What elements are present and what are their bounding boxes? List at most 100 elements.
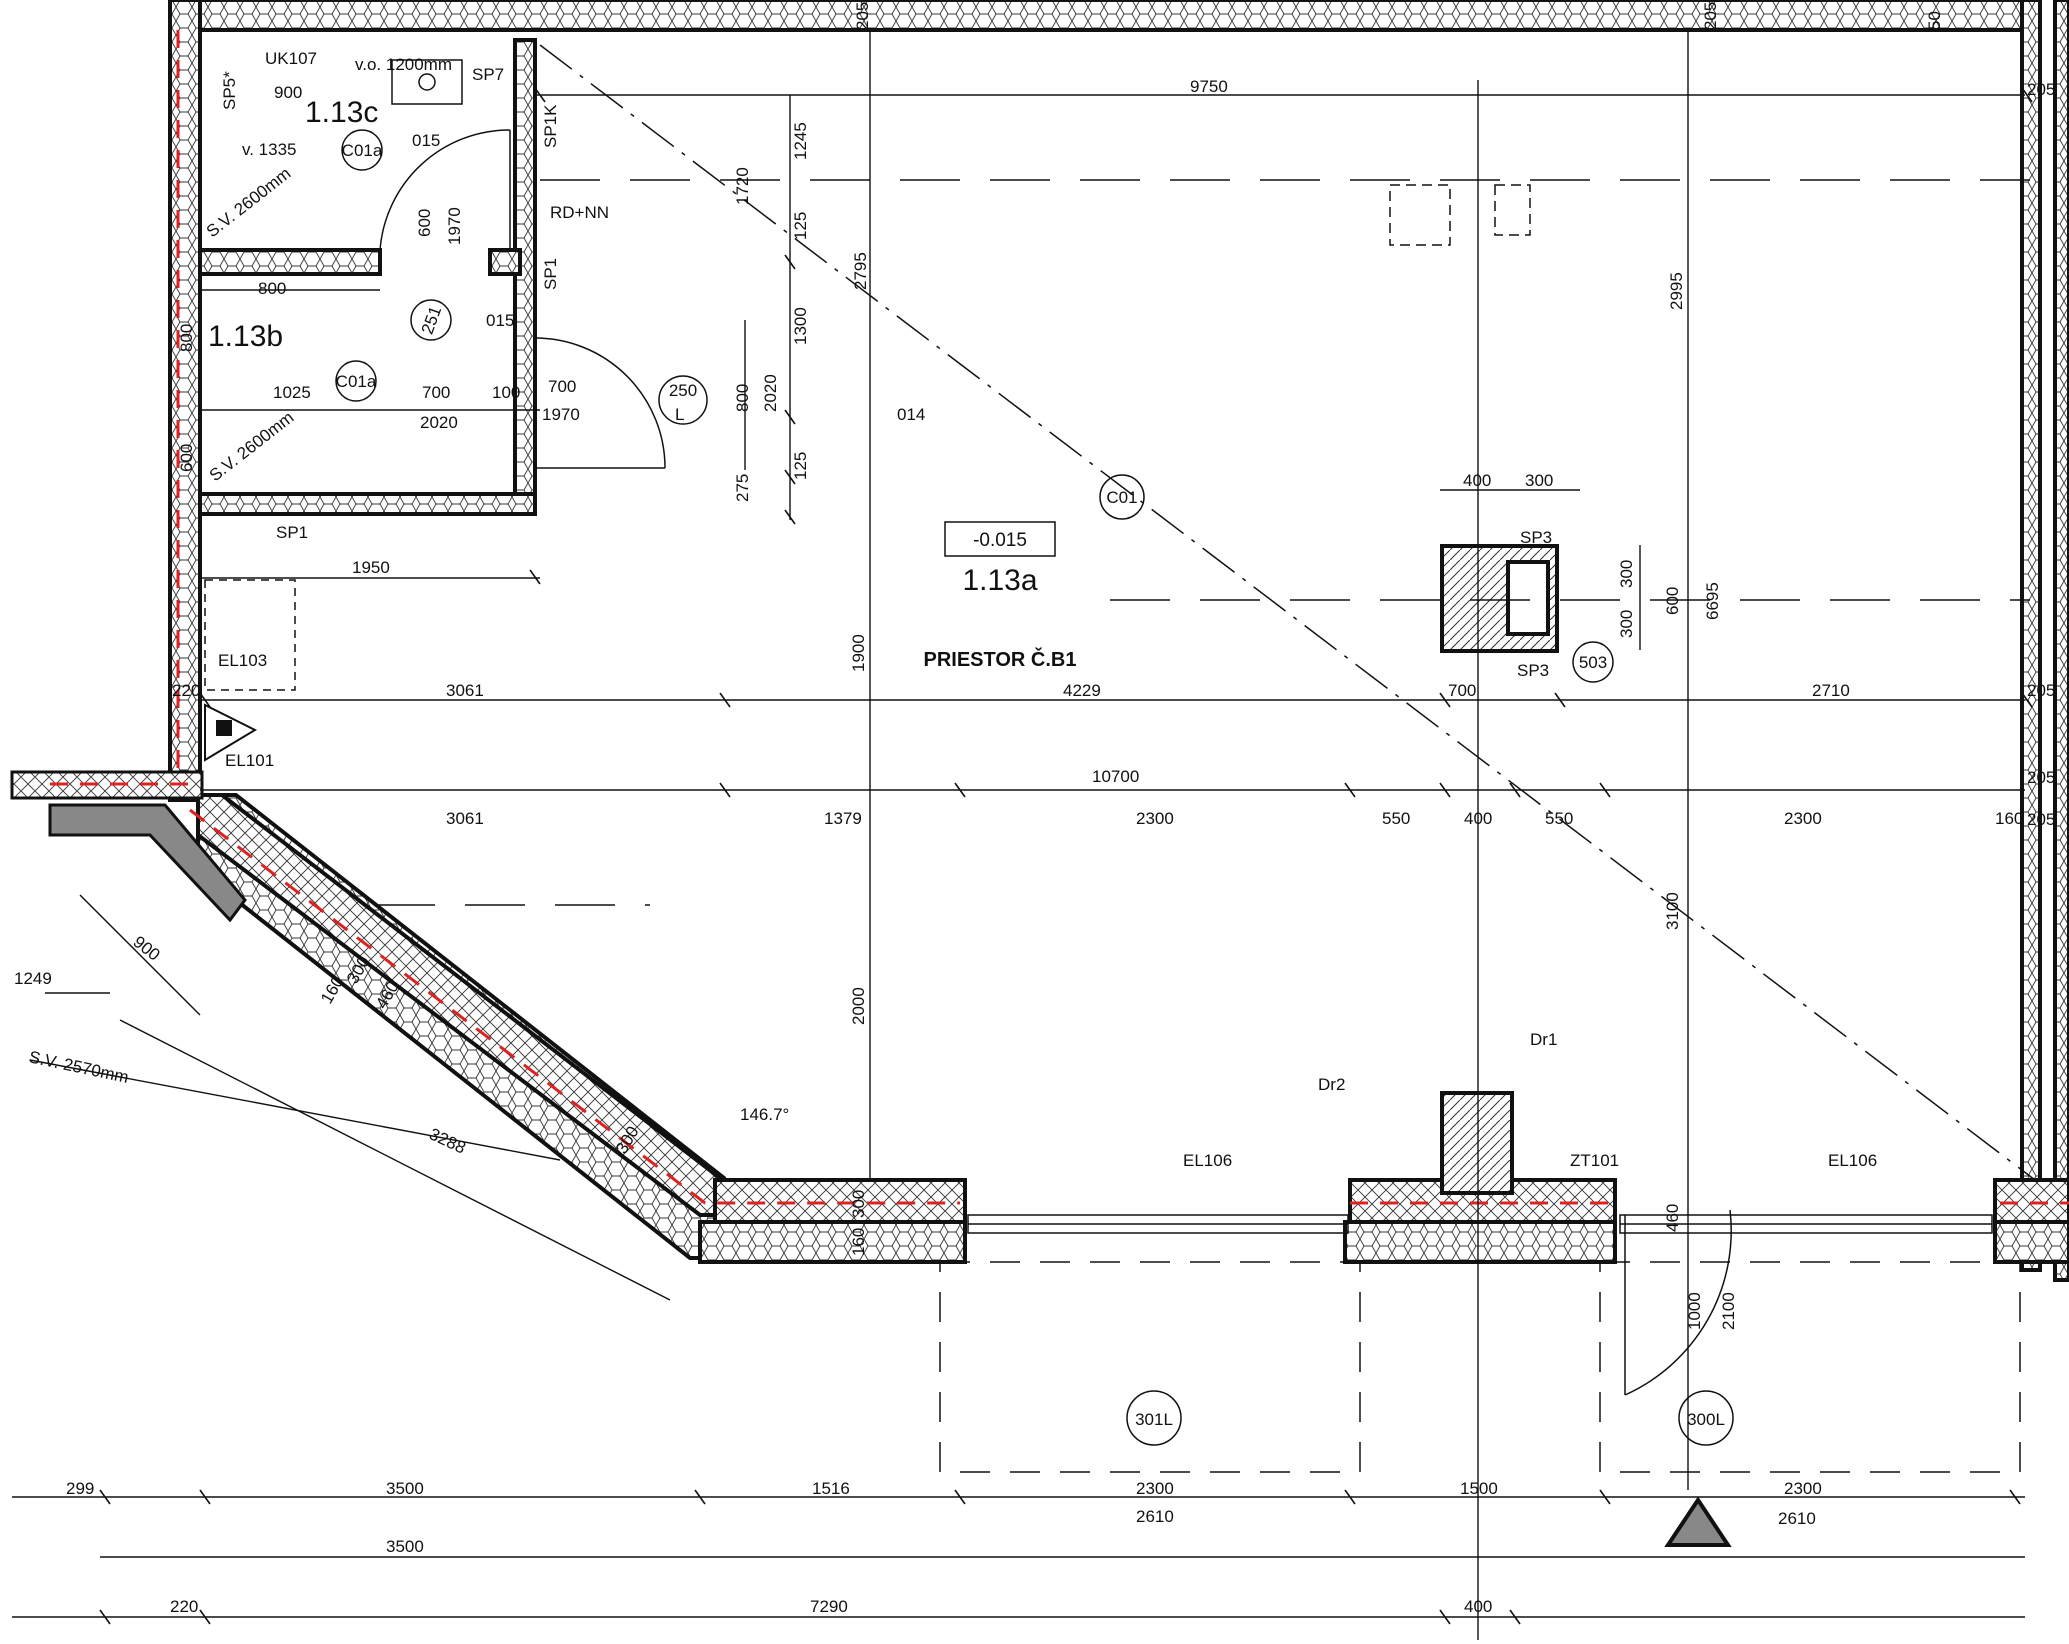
note-014: 014 [897,405,925,424]
dim-160-r: 160 [1995,809,2023,828]
level-label: -0.015 [973,530,1027,551]
dim-2020: 2020 [420,413,458,432]
dim-550-b: 550 [1545,809,1573,828]
sv-storage-label: S.V. 2600mm [206,408,298,485]
dimension-lines [12,94,2025,1618]
dim-6695: 6695 [1703,582,1722,620]
note-015-a: 015 [412,131,440,150]
doors [379,129,1732,1396]
dim-900-diag: 900 [130,932,164,964]
sp1-label-a: SP1 [541,258,560,290]
dim-1245: 1245 [791,122,810,160]
dim-205-a: 205 [853,2,872,30]
dim-9750: 9750 [1190,77,1228,96]
dim-2020-v: 2020 [761,374,780,412]
dim-220-a: 220 [172,681,200,700]
tag-251: 251 [418,304,446,337]
dim-400-b: 400 [1464,809,1492,828]
el106-right-label: EL106 [1828,1151,1877,1170]
dim-1300: 1300 [791,307,810,345]
zt101-label: ZT101 [1570,1151,1619,1170]
insulation-lines [50,30,2069,1205]
sv-ext-label: S.V. 2570mm [27,1047,130,1087]
dim-1000: 1000 [1685,1292,1704,1330]
dim-3100: 3100 [1663,892,1682,930]
dim-205-b: 205 [1701,2,1720,30]
dim-3500-b: 3500 [386,1537,424,1556]
dimension-ticks [99,87,2033,1625]
dim-3288: 3288 [426,1124,468,1157]
dim-1249: 1249 [14,969,52,988]
dim-100: 100 [492,383,520,402]
el103-label: EL103 [218,651,267,670]
sv-wc-label: S.V. 2600mm [203,164,295,241]
tag-300l: 300L [1687,1410,1725,1429]
dim-2300-a: 2300 [1136,809,1174,828]
dim-299: 299 [66,1479,94,1498]
windows [939,1214,2021,1473]
tag-c01a-wc: C01a [342,141,383,160]
dim-300-f: 300 [849,1190,868,1218]
dim-3500-a: 3500 [386,1479,424,1498]
dr2-label: Dr2 [1318,1075,1345,1094]
dim-2300-c: 2300 [1136,1479,1174,1498]
sink-height-label: v.o. 1200mm [355,55,452,74]
dim-4229: 4229 [1063,681,1101,700]
dim-300-c: 300 [1617,610,1636,638]
dim-125-a: 125 [791,212,810,240]
dim-400-a: 400 [1463,471,1491,490]
sp3-top-label: SP3 [1520,528,1552,547]
tag-301l: 301L [1135,1410,1173,1429]
room-name-main: PRIESTOR Č.B1 [924,647,1077,671]
dim-160-b: 160 [849,1228,868,1256]
dim-700-a: 700 [422,383,450,402]
dim-2000: 2000 [849,987,868,1025]
dim-2610-b: 2610 [1778,1509,1816,1528]
dim-550-a: 550 [1382,809,1410,828]
el101-label: EL101 [225,751,274,770]
dim-1950: 1950 [352,558,390,577]
level-box [944,521,1056,557]
dim-205-r2: 205 [2027,681,2055,700]
dim-600-v: 600 [415,209,434,237]
dr1-label: Dr1 [1530,1030,1557,1049]
tag-c01: C01 [1106,488,1137,507]
sp1-label-b: SP1 [276,523,308,542]
dim-205-r1: 205 [2027,80,2055,99]
dim-700-b: 700 [548,377,576,396]
l-mark: L [675,405,684,424]
dim-275: 275 [733,474,752,502]
dim-3061-b: 3061 [446,809,484,828]
sp3-bottom-label: SP3 [1517,661,1549,680]
tag-c01a-storage: C01a [336,372,377,391]
annotations: UK107 v.o. 1200mm SP5* SP7 SP1K SP1 SP1 … [27,49,1877,1170]
dim-205-r3: 205 [2027,768,2055,787]
axis-lines [375,30,2036,1640]
dim-2300-d: 2300 [1784,1479,1822,1498]
dim-1720: 1720 [733,167,752,205]
dim-400-c: 400 [1464,1597,1492,1616]
dim-800-v2: 800 [733,384,752,412]
dim-800: 800 [258,279,286,298]
fixtures [204,59,1732,1547]
dim-800-v: 800 [177,324,196,352]
dim-7290: 7290 [810,1597,848,1616]
dim-1500: 1500 [1460,1479,1498,1498]
dim-300-a: 300 [1525,471,1553,490]
dim-10700: 10700 [1092,767,1139,786]
dim-220-b: 220 [170,1597,198,1616]
room-id-storage: 1.13b [208,320,283,353]
dim-2795: 2795 [851,252,870,290]
dim-900: 900 [274,83,302,102]
dim-205-r4: 205 [2027,810,2055,829]
dim-2995: 2995 [1667,272,1686,310]
dim-1900: 1900 [849,634,868,672]
dim-50: 50 [1925,11,1944,30]
dim-125-b: 125 [791,452,810,480]
sp5-label: SP5* [220,71,239,110]
height-label: v. 1335 [242,140,297,159]
walls [10,0,2069,1282]
dim-3061-a: 3061 [446,681,484,700]
uk-label: UK107 [265,49,317,68]
